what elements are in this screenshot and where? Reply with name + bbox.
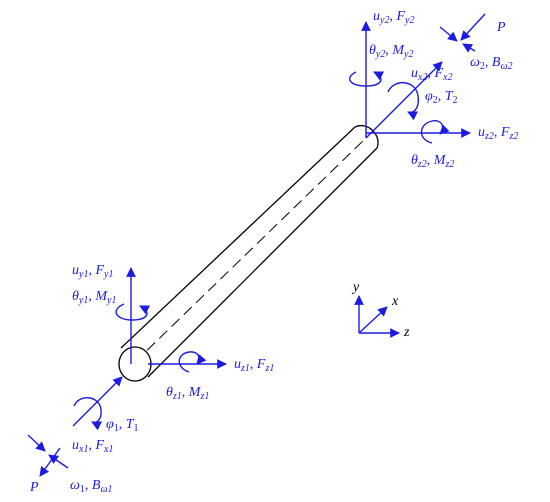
omega1-arrow-a [27, 434, 46, 452]
label-ux2-fx2: ux2, Fx2 [411, 66, 453, 83]
ux2-arrow [365, 61, 443, 139]
label-uz1-fz1: uz1, Fz1 [234, 357, 275, 374]
omega2-arrow-a [439, 26, 458, 42]
theta-z2-moment-arrow [420, 120, 450, 144]
label-p-top: P [497, 20, 506, 35]
label-ux1-fx1: ux1, Fx1 [72, 438, 114, 455]
omega2-arrow-c [462, 43, 476, 53]
label-uy2-fy2: uy2, Fy2 [373, 9, 415, 26]
label-omega2-bomega2: ω2, Bω2 [470, 55, 513, 72]
theta-y2-moment-arrow [348, 71, 385, 87]
phi1-moment-arrow [73, 397, 103, 431]
theta-z1-moment-arrow [178, 351, 207, 373]
coordinate-triad [354, 295, 400, 338]
theta-y1-moment-arrow [115, 303, 151, 321]
label-theta-y2-my2: θy2, My2 [369, 43, 414, 60]
omega1-arrow-b [48, 454, 69, 469]
label-uz2-fz2: uz2, Fz2 [478, 125, 519, 142]
axis-z-label: z [404, 325, 410, 340]
label-theta-y1-my1: θy1, My1 [72, 289, 117, 306]
beam-body [120, 124, 379, 378]
label-theta-z2-mz2: θz2, Mz2 [411, 153, 455, 170]
label-uy1-fy1: uy1, Fy1 [72, 263, 114, 280]
node-2-loads [348, 13, 486, 144]
omega2-arrow-b [460, 13, 486, 41]
label-theta-z1-mz1: θz1, Mz1 [166, 385, 210, 402]
label-p-bottom: P [30, 480, 39, 495]
omega1-arrow-c [39, 447, 61, 477]
axis-y-label: y [353, 280, 360, 295]
label-phi1-t1: φ1, T1 [106, 417, 139, 434]
phi2-moment-arrow [387, 82, 420, 121]
label-phi2-t2: φ2, T2 [425, 89, 458, 106]
label-omega1-bomega1: ω1, Bω1 [70, 478, 113, 495]
axis-x-label: x [392, 294, 399, 309]
node-1-loads [27, 267, 227, 477]
axis-x-arrow [358, 306, 388, 334]
beam-end-node-1 [118, 346, 152, 382]
